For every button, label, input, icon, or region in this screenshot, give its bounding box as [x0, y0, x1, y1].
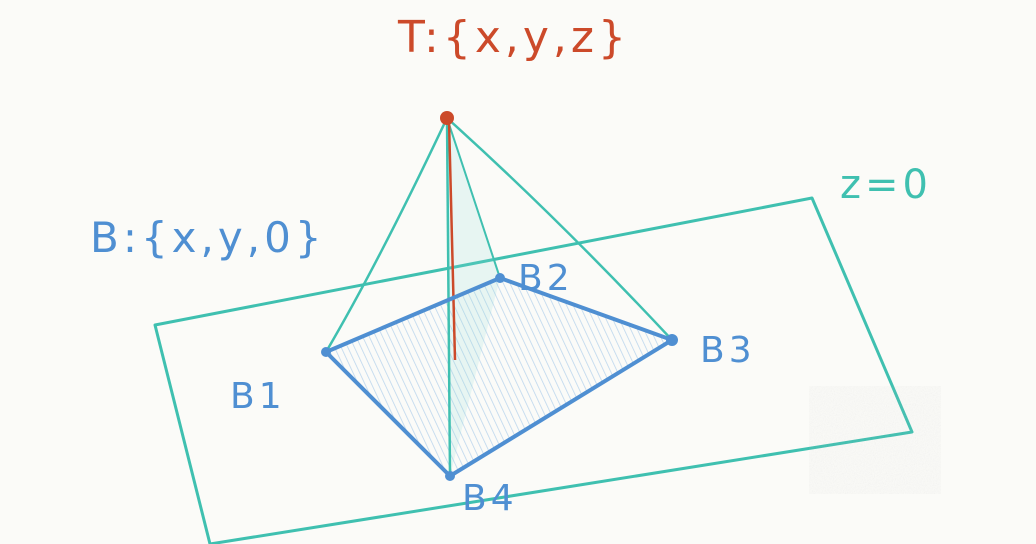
label-plane: z=0: [840, 162, 932, 208]
label-b3: B3: [700, 330, 756, 371]
vertex-b1: [321, 347, 331, 357]
apex-point: [440, 111, 454, 125]
vertex-b4: [445, 471, 455, 481]
vertex-b2: [495, 273, 505, 283]
label-b1: B1: [230, 376, 286, 417]
label-base: B:{x,y,0}: [90, 213, 326, 262]
edge-t-b4: [445, 117, 452, 477]
face-shading: [447, 118, 500, 476]
label-top-point: T:{x,y,z}: [397, 12, 630, 63]
edge-t-b1: [324, 117, 449, 353]
base-shading: [326, 278, 672, 476]
pencil-smudge: [820, 395, 930, 485]
edge-t-b3: [446, 117, 673, 341]
vertex-b3: [666, 334, 678, 346]
altitude-line: [447, 119, 457, 361]
label-b2: B2: [518, 258, 574, 299]
label-b4: B4: [462, 478, 518, 519]
edge-t-b2: [446, 117, 501, 279]
